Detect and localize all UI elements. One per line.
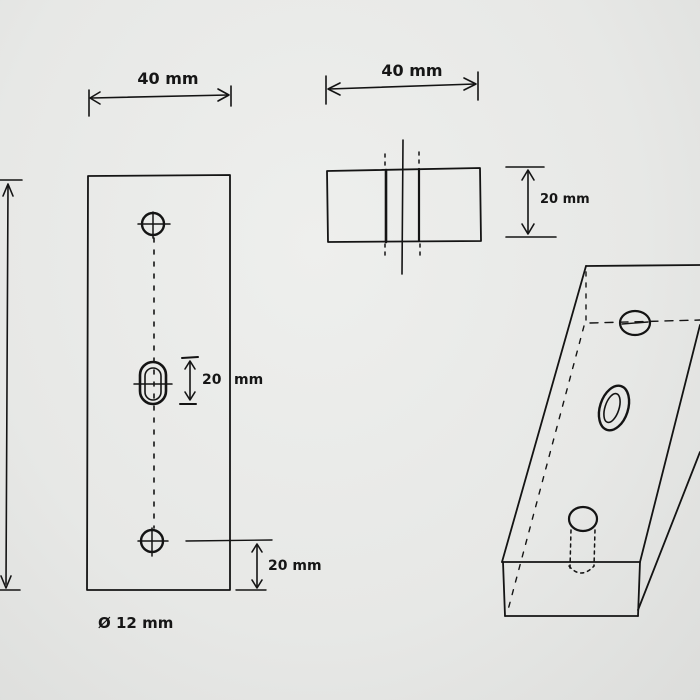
iso-top-hole [618, 309, 652, 337]
front-view: 40 mm 20 mm 20 mm Ø 12 mm [86, 69, 322, 632]
front-width-label: 40 mm [137, 69, 198, 88]
left-partial-view [0, 179, 23, 591]
hole-diameter-label: Ø 12 mm [98, 614, 173, 632]
top-width-label: 40 mm [381, 61, 442, 80]
iso-bottom-hole [567, 505, 599, 533]
iso-slot [597, 384, 631, 432]
center-slot [138, 360, 168, 406]
hole-offset-label: 20 mm [268, 558, 322, 574]
top-view: 40 mm 20 mm [325, 61, 590, 275]
top-height-label: 20 mm [540, 192, 590, 207]
isometric-view [501, 264, 700, 617]
slot-unit-label: mm [234, 372, 263, 388]
slot-length-label: 20 [202, 372, 222, 388]
